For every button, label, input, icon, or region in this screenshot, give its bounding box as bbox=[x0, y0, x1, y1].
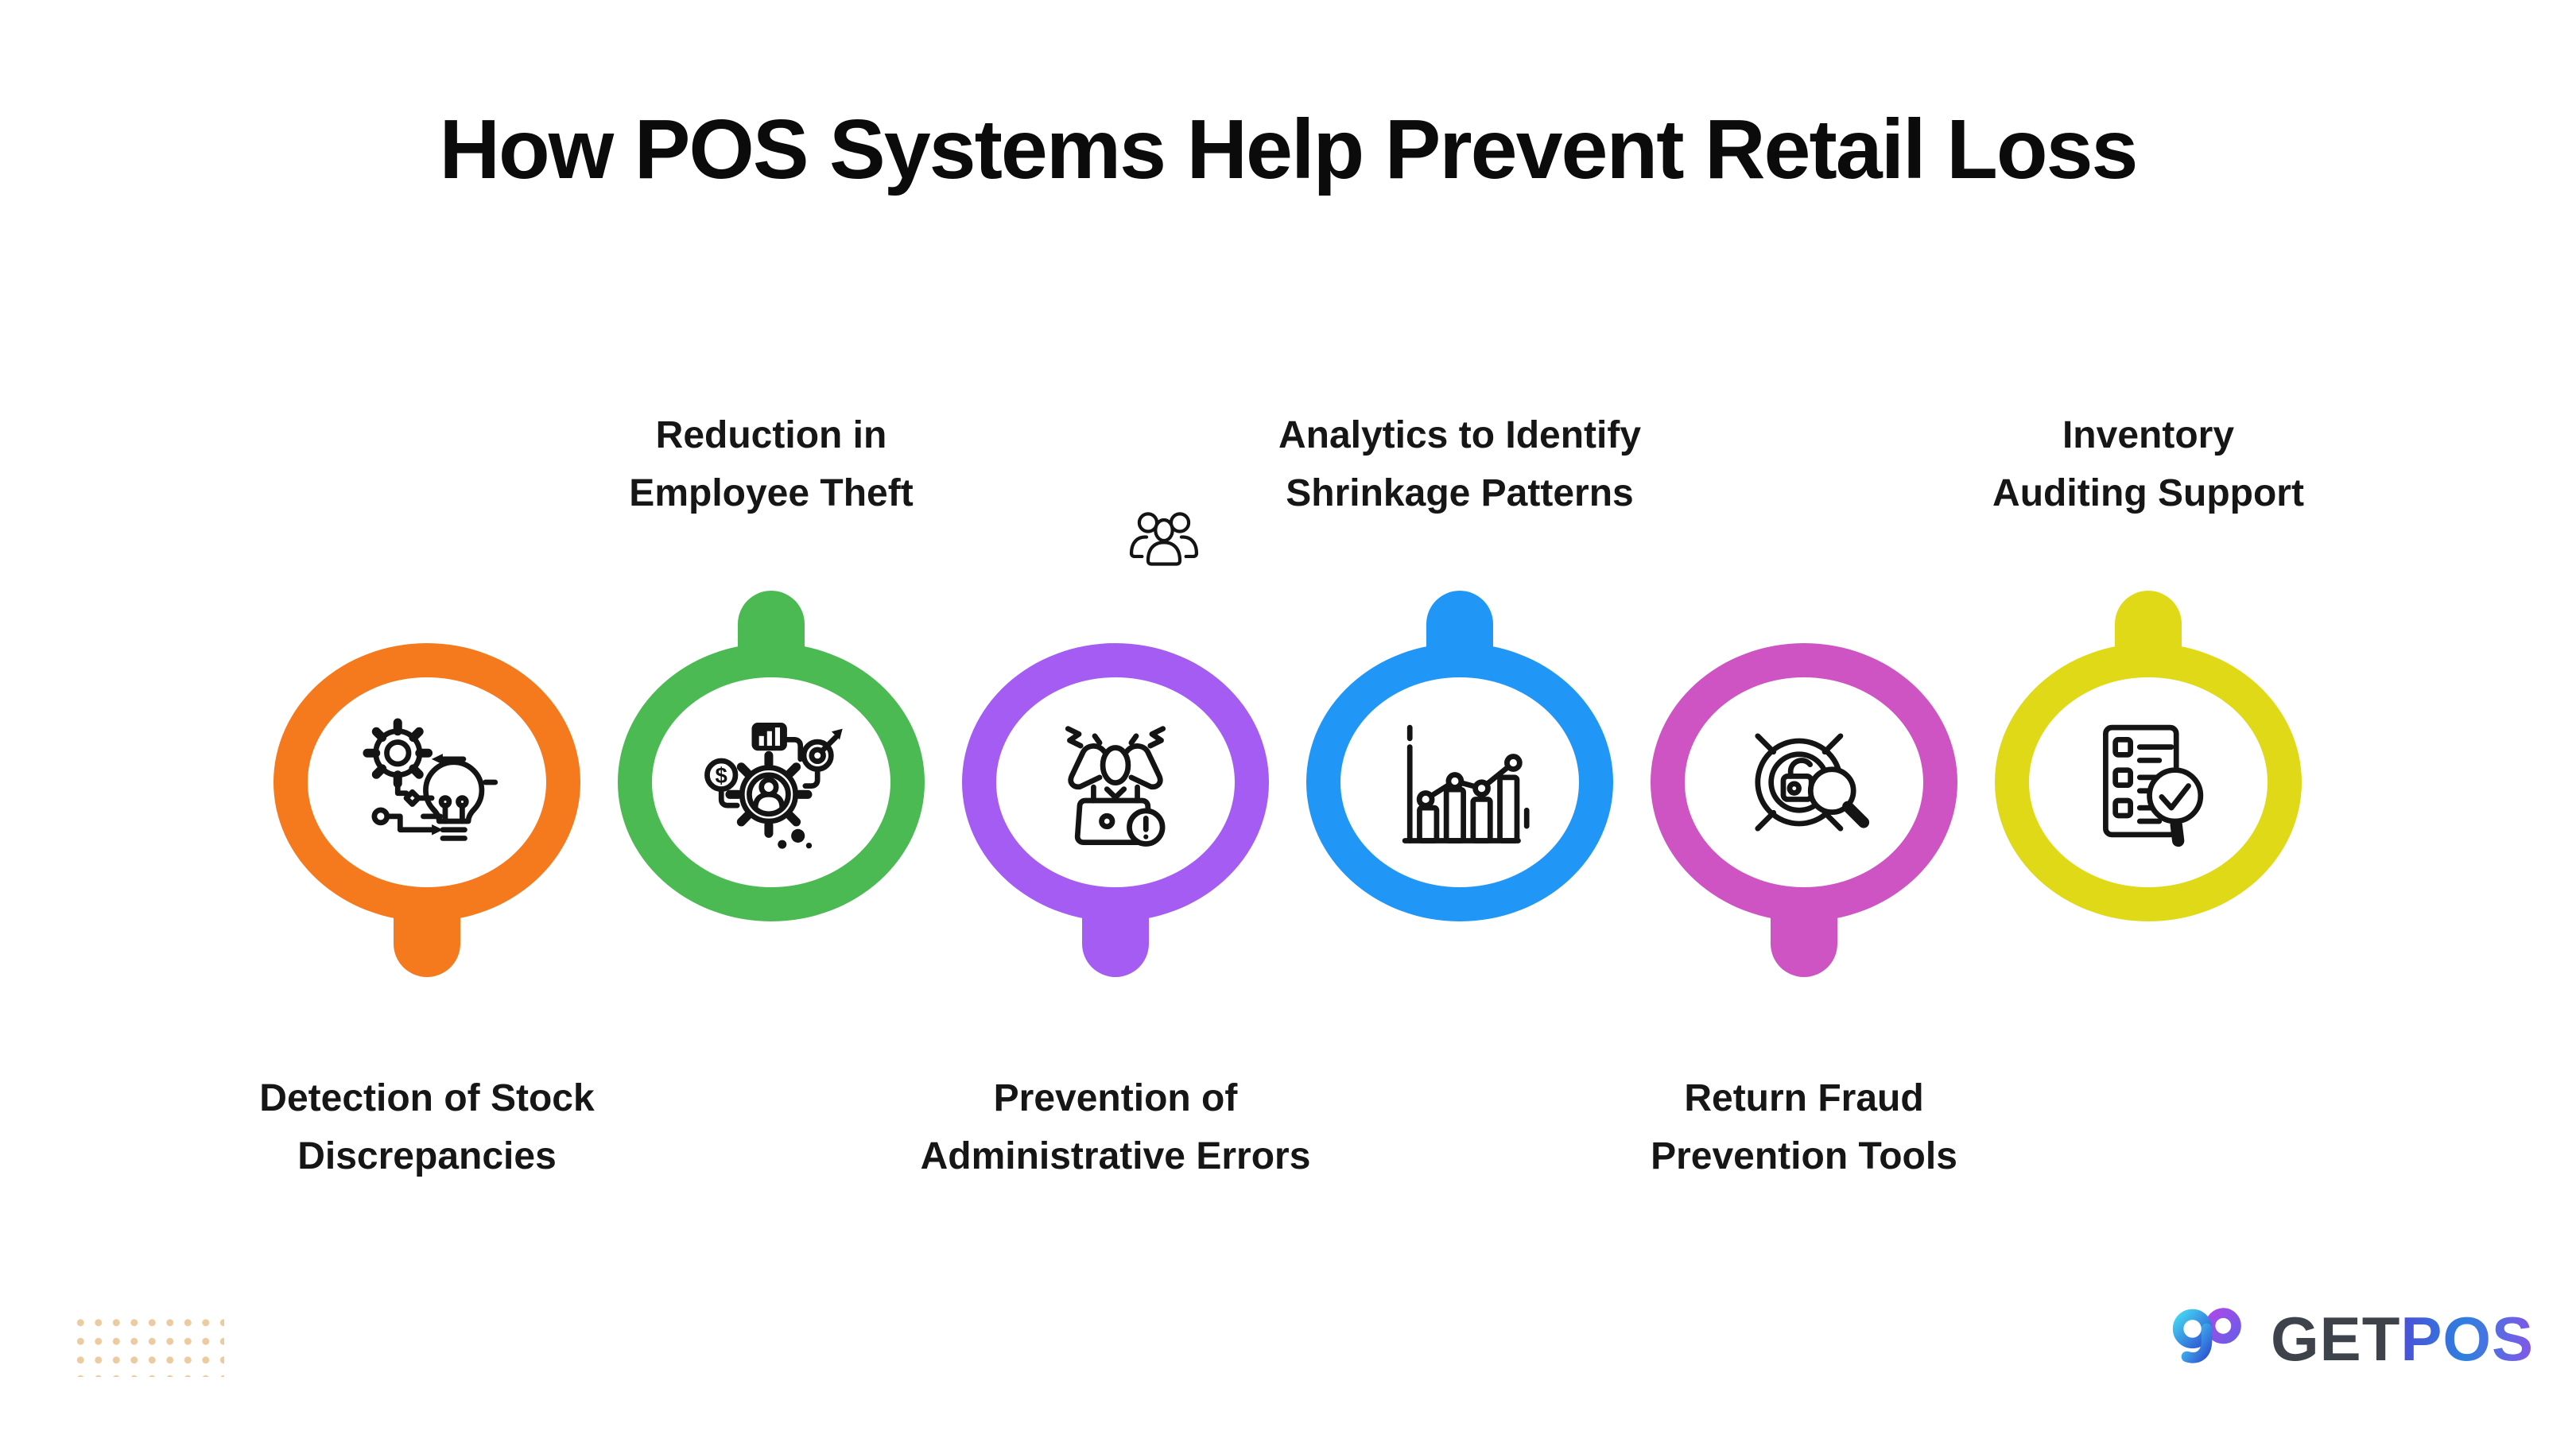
step-stock-discrepancies: Detection of Stock Discrepancies bbox=[259, 643, 595, 1177]
logo-text-pos: POS bbox=[2400, 1304, 2535, 1374]
stressed-person-laptop-icon bbox=[1065, 726, 1166, 847]
step-inventory-auditing: Inventory Auditing Support bbox=[1992, 414, 2304, 921]
three-people-group-icon bbox=[1129, 512, 1199, 566]
gp-monogram-icon bbox=[2172, 1308, 2241, 1363]
getpos-logo: GETPOS bbox=[2164, 1296, 2534, 1382]
step-label: Return Fraud Prevention Tools bbox=[1651, 1077, 1957, 1177]
step-label: Detection of Stock Discrepancies bbox=[259, 1077, 595, 1177]
step-label: Reduction in Employee Theft bbox=[629, 414, 914, 514]
checklist-magnifier-icon bbox=[2103, 724, 2204, 847]
step-admin-errors: Prevention of Administrative Errors bbox=[921, 643, 1310, 1177]
step-return-fraud: Return Fraud Prevention Tools bbox=[1651, 643, 1957, 1177]
bar-chart-trend-icon bbox=[1402, 724, 1530, 843]
logo-wordmark: GETPOS bbox=[2271, 1296, 2534, 1382]
step-employee-theft: $ Reduction in Employee Theft bbox=[618, 414, 925, 921]
logo-text-get: GET bbox=[2271, 1304, 2401, 1374]
page-title: How POS Systems Help Prevent Retail Loss bbox=[439, 103, 2139, 196]
step-label: Analytics to Identify Shrinkage Patterns bbox=[1278, 414, 1642, 514]
step-label: Inventory Auditing Support bbox=[1992, 414, 2304, 514]
gear-lightbulb-process-icon bbox=[363, 718, 499, 841]
dot-grid-decoration bbox=[68, 1310, 224, 1377]
target-lock-magnifier-icon bbox=[1755, 733, 1870, 832]
gear-person-performance-icon: $ bbox=[704, 722, 843, 849]
step-label: Prevention of Administrative Errors bbox=[920, 1077, 1311, 1177]
svg-text:$: $ bbox=[716, 763, 727, 788]
step-shrinkage-analytics: Analytics to Identify Shrinkage Patterns bbox=[1278, 414, 1641, 921]
